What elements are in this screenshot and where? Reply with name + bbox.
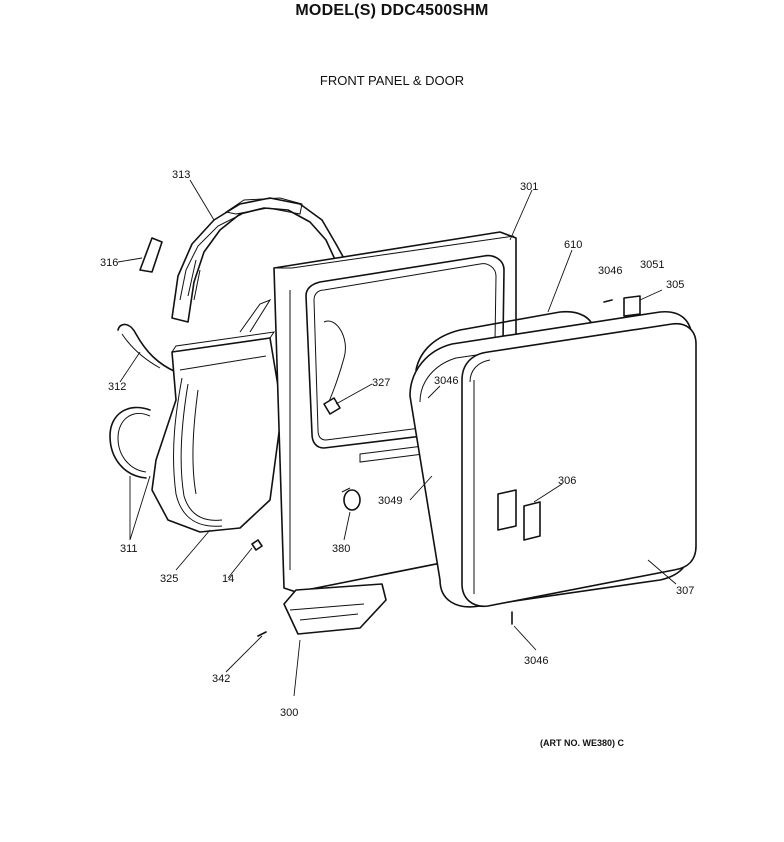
callout-316: 316	[100, 257, 118, 269]
part-3046-screw-upper	[603, 299, 613, 303]
part-325-duct-housing	[151, 298, 283, 533]
callout-305: 305	[666, 279, 684, 291]
callout-300: 300	[280, 707, 298, 719]
part-311-seal	[109, 406, 151, 479]
callout-307: 307	[676, 585, 694, 597]
part-342-screw	[257, 631, 267, 637]
part-306-door-detail	[497, 489, 541, 541]
art-number: (ART NO. WE380) C	[540, 738, 625, 748]
part-14-screw	[251, 539, 263, 551]
callout-342: 342	[212, 673, 230, 685]
callout-3046-upper: 3046	[598, 265, 622, 277]
callout-313: 313	[172, 169, 190, 181]
part-3051-hinge	[623, 295, 641, 317]
part-610-gasket	[415, 310, 595, 371]
part-300-console	[283, 583, 387, 635]
callout-301: 301	[520, 181, 538, 193]
diagram-subtitle: FRONT PANEL & DOOR	[319, 73, 465, 88]
part-380-knob	[341, 487, 361, 511]
callout-14: 14	[222, 573, 234, 585]
callout-3051: 3051	[640, 259, 664, 271]
callout-3046-lower: 3046	[524, 655, 548, 667]
callout-325: 325	[160, 573, 178, 585]
callout-306: 306	[558, 475, 576, 487]
leader-lines	[117, 179, 677, 697]
part-307-door	[461, 322, 697, 608]
diagram-title: MODEL(S) DDC4500SHM	[295, 2, 489, 19]
callout-312: 312	[108, 381, 126, 393]
callout-3046-mid: 3046	[434, 375, 458, 387]
callout-327: 327	[372, 377, 390, 389]
part-327-switch	[323, 397, 341, 415]
callout-311: 311	[120, 543, 138, 555]
callout-610: 610	[564, 239, 582, 251]
callout-380: 380	[332, 543, 350, 555]
part-316-clip	[139, 237, 163, 273]
callout-3049: 3049	[378, 495, 402, 507]
